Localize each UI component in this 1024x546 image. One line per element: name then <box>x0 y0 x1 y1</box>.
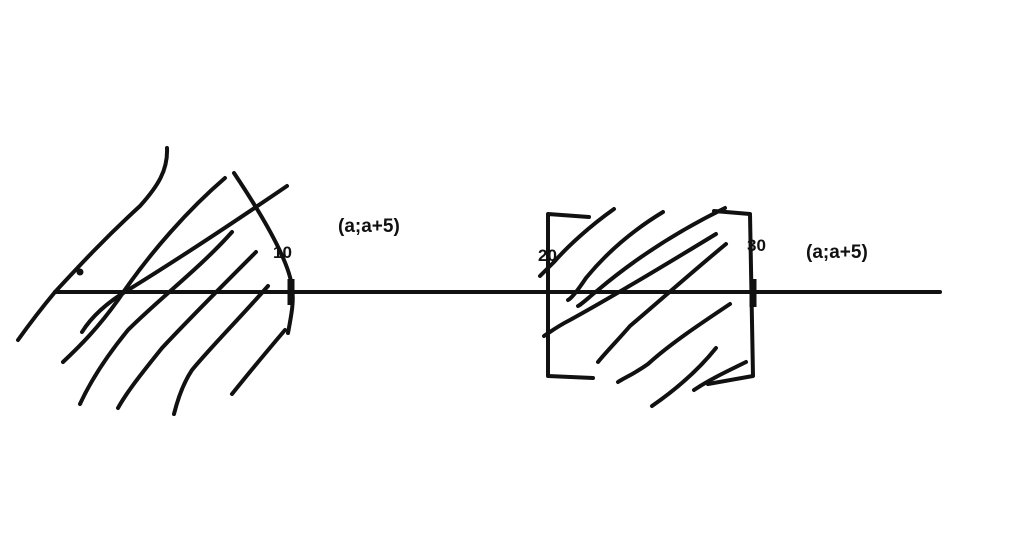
tick-label-30: 30 <box>747 236 766 255</box>
interval-label-right: (a;a+5) <box>806 242 868 263</box>
square-bracket-open-20 <box>546 212 595 380</box>
left-region-hatching <box>16 146 289 416</box>
square-bracket-close-30 <box>706 209 755 386</box>
interval-label-left: (a;a+5) <box>338 216 400 237</box>
round-bracket-left-region <box>232 171 295 335</box>
tick-label-10: 10 <box>273 243 292 262</box>
right-region-hatching <box>538 206 748 408</box>
tick-label-20: 20 <box>538 246 557 265</box>
